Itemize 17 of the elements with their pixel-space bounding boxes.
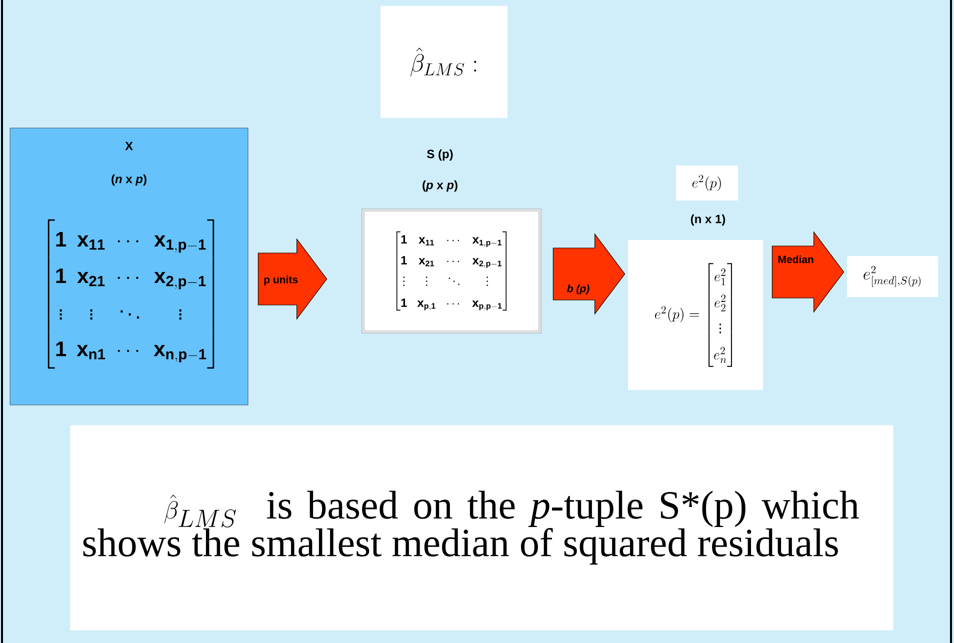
edge-label: p units xyxy=(262,274,300,286)
matrix-heading: (n x p) xyxy=(112,174,146,186)
block-arrow xyxy=(772,231,844,313)
matrix-heading: (p x p) xyxy=(422,180,458,192)
matrix-heading: S (p) xyxy=(427,149,453,161)
title-box: $\hat{\beta}_{LMS} :$ xyxy=(380,6,508,118)
math-formula: $e^2_{[med],S(p)}$ xyxy=(864,266,921,287)
caption-box: $\hat{\beta}_{LMS}$ is based on the p-tuple S*(p) which shows the smallest median of squared residuals xyxy=(70,425,894,630)
matrix-formula: $e^2(p) = \begin{bmatrix} e_1^2\\ e_2^2\\ \vdots\\ e_n^2\end{bmatrix}$ xyxy=(654,263,732,367)
edge-label: b (p) xyxy=(566,284,591,296)
math-formula: $e^2(p)$ xyxy=(676,166,738,200)
matrix-formula: $\begin{bmatrix}\mathbf{1} & \mathbf{x}_{\mathbf{11}} & \cdots & \mathbf{x}_{\mathbf{1,p-1}}\\ \mathbf{1} & \mathbf{x}_{\mathbf{21}} & \cdots & \mathbf{x}_{\mathbf{2,p-1}}\\ \vdots & \vdots & \ddots & \vdots\\ \mathbf{1} & \mathbf{x}_{\mathbf{p,1}} & \cdots & \mathbf{x}_{\mathbf{p,p-1}}\end{bmatrix}$ xyxy=(396,231,507,311)
edge-label: Median xyxy=(776,254,815,264)
matrix-formula: $\begin{bmatrix}\mathbf{1} & \mathbf{x}_{\mathbf{11}} & \cdots & \mathbf{x}_{\mathbf{1,p-1}}\\ \mathbf{1} & \mathbf{x}_{\mathbf{21}} & \cdots & \mathbf{x}_{\mathbf{2,p-1}}\\ \vdots & \vdots & \ddots & \vdots\\ \mathbf{1} & \mathbf{x}_{\mathbf{n1}} & \cdots & \mathbf{x}_{\mathbf{n,p-1}}\end{bmatrix}$ xyxy=(48,219,214,369)
matrix-heading: X xyxy=(125,142,133,150)
block-arrow xyxy=(552,233,626,315)
matrix-heading: (n x 1) xyxy=(690,214,726,226)
